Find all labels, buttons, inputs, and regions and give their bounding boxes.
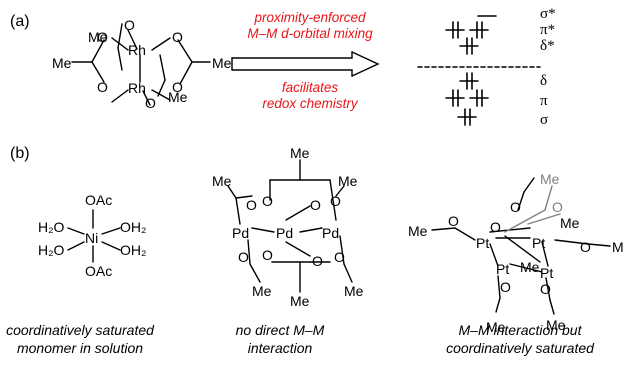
me-group: Me <box>546 317 566 333</box>
note-redox-line-1: facilitates <box>281 80 339 95</box>
pd-atom: Pd <box>276 225 293 241</box>
note-proximity: proximity-enforced M–M d-orbital mixing <box>215 10 405 42</box>
reaction-arrow <box>231 51 380 77</box>
h2o-ligand: H₂O <box>38 219 65 235</box>
caption-pd-line-1: no direct M–M <box>235 322 325 338</box>
note-redox: facilitates redox chemistry <box>215 80 405 112</box>
o-atom: O <box>97 29 108 45</box>
oac-group: OAc <box>85 263 112 279</box>
h2o-ligand: H₂O <box>38 242 65 258</box>
m-group: M <box>612 239 624 255</box>
me-group: Me <box>338 173 358 189</box>
me-group: Me <box>168 89 188 105</box>
o-atom: O <box>172 79 183 95</box>
o-atom: O <box>97 79 108 95</box>
o-atom: O <box>490 219 501 235</box>
o-atom: O <box>312 253 323 269</box>
rh2-paddlewheel-bonds <box>71 23 211 106</box>
me-group: Me <box>560 215 580 231</box>
me-group: Me <box>290 293 310 309</box>
o-atom: O <box>124 17 135 33</box>
o-atom: O <box>334 249 345 265</box>
mo-diagram <box>417 15 541 126</box>
oh2-ligand: OH₂ <box>120 219 146 235</box>
rh-atom-bottom: Rh <box>128 80 146 96</box>
pt-tetramer-bonds <box>431 177 611 315</box>
mo-label-delta: δ <box>540 73 548 89</box>
me-group: Me <box>212 173 232 189</box>
me-group: Me <box>252 283 272 299</box>
oh2-ligand: OH₂ <box>120 242 146 258</box>
o-atom: O <box>262 193 273 209</box>
o-atom: O <box>448 213 459 229</box>
pd-atom: Pd <box>232 225 249 241</box>
o-atom: O <box>145 95 156 111</box>
me-group: Me <box>486 319 506 335</box>
pd-atom: Pd <box>322 225 339 241</box>
ni-atom: Ni <box>85 230 98 246</box>
me-group: Me <box>52 55 72 71</box>
o-atom-back: O <box>552 199 563 215</box>
pd-trimer-bonds <box>227 159 353 293</box>
caption-pt: M–M interaction but coordinatively satur… <box>420 321 620 357</box>
me-group: Me <box>88 29 108 45</box>
pt-back-bonds <box>504 185 561 233</box>
caption-pt-line-2: coordinatively saturated <box>446 340 594 356</box>
note-proximity-line-2: M–M d-orbital mixing <box>247 26 373 41</box>
caption-monomer: coordinatively saturated monomer in solu… <box>0 321 160 357</box>
pt-atom: Pt <box>476 235 489 251</box>
o-atom: O <box>238 249 249 265</box>
caption-monomer-line-1: coordinatively saturated <box>6 322 154 338</box>
pt-atom: Pt <box>532 235 545 251</box>
panel-a-label: (a) <box>10 13 30 30</box>
note-redox-line-2: redox chemistry <box>262 96 358 111</box>
o-atom: O <box>262 247 273 263</box>
note-proximity-line-1: proximity-enforced <box>254 10 366 25</box>
me-group: Me <box>290 145 310 161</box>
mo-label-sigma: σ <box>540 112 549 128</box>
me-group: Me <box>408 223 428 239</box>
o-atom: O <box>310 197 321 213</box>
caption-monomer-line-2: monomer in solution <box>16 340 144 356</box>
me-group-back: Me <box>540 171 560 187</box>
oac-group: OAc <box>85 192 112 208</box>
mo-label-sigma-star: σ* <box>540 6 556 22</box>
mo-label-pi: π <box>540 93 548 109</box>
o-atom: O <box>172 29 183 45</box>
ni-complex-bonds <box>67 209 121 263</box>
o-atom: O <box>580 239 591 255</box>
o-atom: O <box>510 199 521 215</box>
o-atom: O <box>246 197 257 213</box>
me-group: Me <box>212 55 232 71</box>
caption-pd-line-2: interaction <box>247 340 313 356</box>
mo-label-delta-star: δ* <box>540 38 555 54</box>
o-atom: O <box>330 193 341 209</box>
caption-pt-line-1: M–M interaction but <box>458 322 582 338</box>
pt-atom: Pt <box>540 265 553 281</box>
mo-label-pi-star: π* <box>540 22 556 38</box>
pt-atom: Pt <box>496 261 509 277</box>
panel-b-label: (b) <box>10 145 30 162</box>
o-atom: O <box>500 279 511 295</box>
me-group: Me <box>520 259 540 275</box>
caption-pd: no direct M–M interaction <box>200 321 360 357</box>
me-group: Me <box>344 283 364 299</box>
o-atom: O <box>540 281 551 297</box>
rh-atom-top: Rh <box>128 42 146 58</box>
